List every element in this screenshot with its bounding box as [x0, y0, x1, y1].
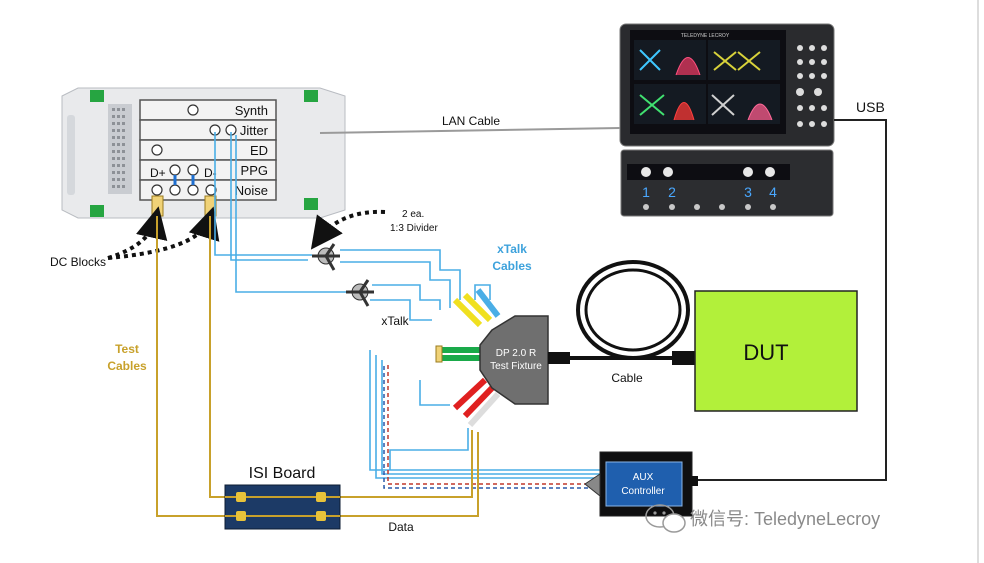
divider-1 [312, 243, 340, 271]
xtalk-cables [214, 132, 600, 479]
xtalk-label: xTalk [381, 314, 409, 328]
fixture-connectors [435, 288, 501, 428]
xtalk-cables-label-line-1: xTalk [497, 242, 527, 256]
aux-signal-red [387, 365, 595, 485]
dc-block-pointer-2 [107, 206, 220, 260]
noise-port-1 [151, 184, 163, 196]
cable-label: Cable [611, 371, 643, 385]
dc-block-1 [151, 195, 164, 217]
scope-brand: TELEDYNE LECROY [681, 33, 730, 39]
watermark-text: 微信号: TeledyneLecroy [690, 509, 880, 529]
xtalk-cables-label-line-2: Cables [492, 259, 532, 273]
usb-label: USB [856, 99, 885, 115]
ppg-port-1 [169, 164, 181, 176]
channel-label-1: 1 [642, 184, 650, 200]
lan-cable-label: LAN Cable [442, 114, 500, 128]
module-label-ppg: PPG [241, 163, 268, 178]
module-label-noise: Noise [235, 183, 268, 198]
module-label-synth: Synth [235, 103, 268, 118]
module-label-jitter: Jitter [240, 123, 269, 138]
divider-label-line-2: 1:3 Divider [390, 223, 438, 234]
noise-port-3 [187, 184, 199, 196]
fixture-label-line-2: Test Fixture [490, 361, 542, 372]
signal-generator: Synth Jitter ED PPG Noise D+ D- [61, 87, 346, 219]
divider-pointer [310, 209, 386, 250]
dut-box [694, 290, 858, 412]
divider-label-line-1: 2 ea. [402, 209, 424, 220]
divider-2 [346, 279, 374, 307]
ppg-port-2 [187, 164, 199, 176]
noise-port-4 [205, 184, 217, 196]
channel-label-4: 4 [769, 184, 777, 200]
usb-cable-line [690, 119, 887, 481]
dut-label: DUT [743, 340, 788, 365]
isi-board-label: ISI Board [249, 465, 316, 482]
lan-cable-line [319, 127, 621, 134]
port-label-dplus: D+ [150, 166, 166, 180]
test-cables-label-line-2: Cables [107, 359, 147, 373]
dut-cable [548, 260, 696, 365]
ed-port [151, 144, 163, 156]
port-label-dminus: D- [204, 166, 217, 180]
test-cables [156, 216, 479, 517]
aux-signal-blue [383, 366, 595, 489]
data-label: Data [388, 520, 414, 534]
test-cables-label-line-1: Test [115, 342, 139, 356]
synth-port [187, 104, 199, 116]
channel-label-3: 3 [744, 184, 752, 200]
fixture-label-line-1: DP 2.0 R [496, 348, 536, 359]
channel-label-2: 2 [668, 184, 676, 200]
dc-blocks-label: DC Blocks [50, 255, 106, 269]
aux-controller [584, 451, 698, 517]
oscilloscope: TELEDYNE LECROY 1 2 3 4 [619, 23, 835, 217]
module-label-ed: ED [250, 143, 268, 158]
isi-board [224, 484, 341, 530]
aux-label-line-1: AUX [633, 472, 654, 483]
watermark: 微信号: TeledyneLecroy [645, 504, 880, 533]
noise-port-2 [169, 184, 181, 196]
aux-label-line-2: Controller [621, 486, 665, 497]
test-fixture [479, 315, 549, 405]
